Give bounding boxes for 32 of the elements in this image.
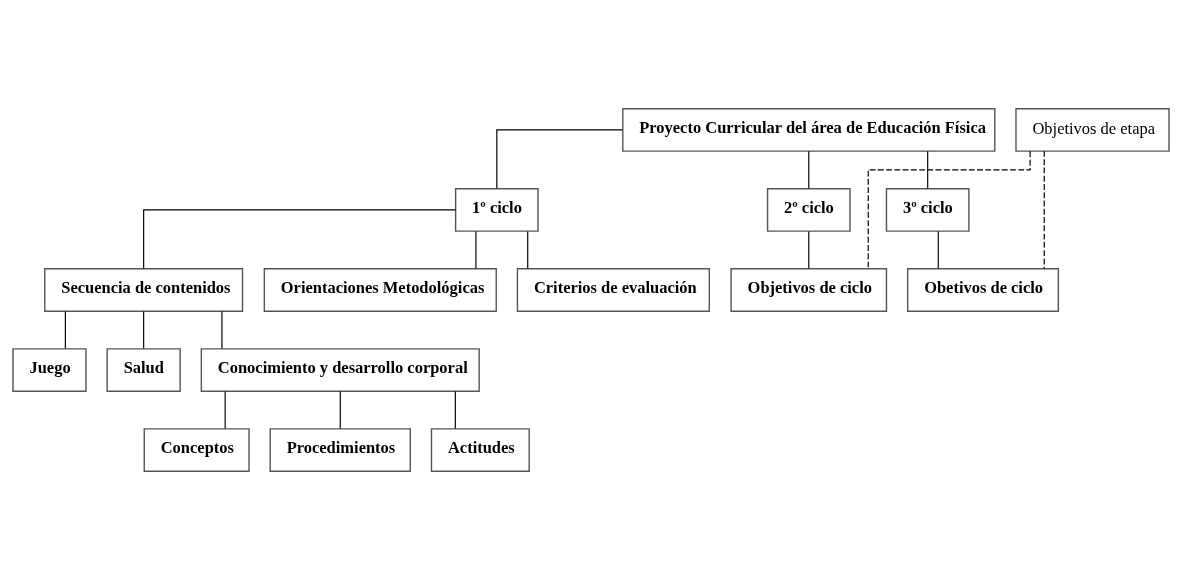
node-box: Conceptos	[143, 427, 250, 472]
node-box: 2º ciclo	[766, 187, 851, 232]
connector	[143, 310, 145, 349]
connector	[496, 128, 623, 189]
node-box: Criterios de evaluación	[516, 267, 710, 312]
connector	[224, 390, 226, 429]
connector	[64, 310, 66, 349]
node-box: 1º ciclo	[454, 187, 539, 232]
node-box: Obetivos de ciclo	[906, 267, 1060, 312]
node-box: Salud	[106, 347, 181, 392]
node-box: Actitudes	[430, 427, 530, 472]
node-box: Orientaciones Metodológicas	[263, 267, 497, 312]
node-box: Secuencia de contenidos	[44, 267, 244, 312]
connector	[475, 230, 477, 269]
node-box: Juego	[12, 347, 87, 392]
node-box: Objetivos de etapa	[1015, 107, 1170, 152]
node-box: Procedimientos	[269, 427, 411, 472]
node-box: Objetivos de ciclo	[730, 267, 888, 312]
connector	[221, 310, 223, 349]
connector	[867, 150, 1031, 269]
connector	[143, 208, 457, 269]
connector	[808, 230, 810, 269]
connector	[937, 230, 939, 269]
connector	[808, 150, 810, 189]
node-box: Proyecto Curricular del área de Educación Física	[622, 107, 996, 152]
node-box: Conocimiento y desarrollo corporal	[200, 347, 480, 392]
connector	[927, 150, 929, 189]
connector	[454, 390, 456, 429]
connector	[1043, 150, 1045, 269]
connector	[339, 390, 341, 429]
node-box: 3º ciclo	[885, 187, 970, 232]
connector	[527, 230, 529, 269]
